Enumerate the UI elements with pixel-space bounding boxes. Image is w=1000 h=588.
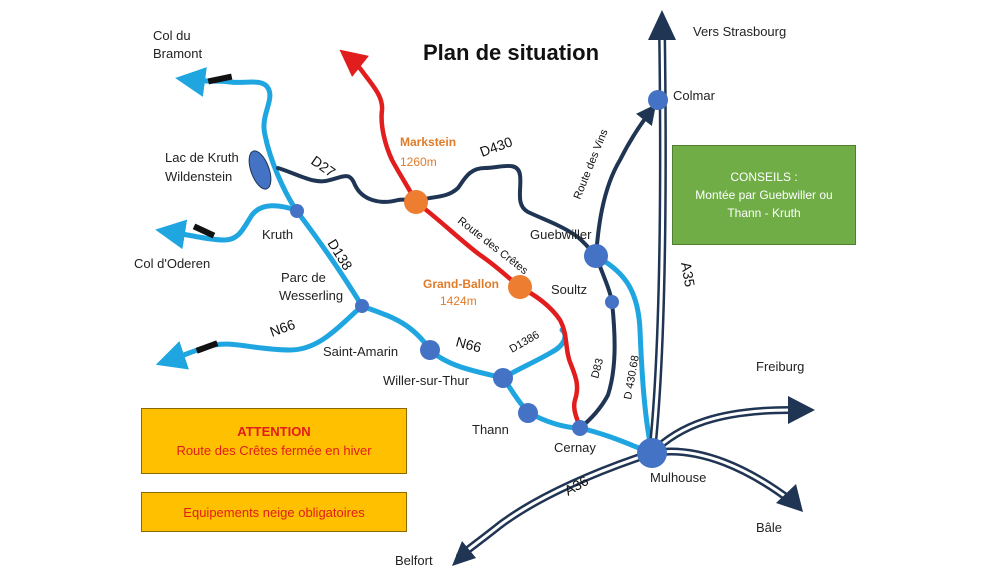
label-d1386: D1386 xyxy=(508,329,542,356)
road-d83 xyxy=(578,254,617,430)
label-n66-west: N66 xyxy=(268,316,298,340)
label-markstein: Markstein xyxy=(400,135,456,149)
cretes-north xyxy=(339,49,419,205)
arrow-strasbourg-icon xyxy=(648,10,676,40)
label-d83: D83 xyxy=(589,357,606,380)
dot-wesserling xyxy=(355,299,369,313)
label-d43068: D 430.68 xyxy=(622,354,642,400)
town-dots xyxy=(290,90,668,468)
label-col-bramont-1: Col du xyxy=(153,28,191,43)
label-guebwiller: Guebwiller xyxy=(530,227,592,242)
label-freiburg: Freiburg xyxy=(756,359,804,374)
map-title: Plan de situation xyxy=(423,40,599,65)
dot-markstein xyxy=(404,190,428,214)
dot-cernay xyxy=(572,420,588,436)
dot-thann xyxy=(518,403,538,423)
dot-guebwiller xyxy=(584,244,608,268)
a36-outer xyxy=(456,449,656,560)
motorway-arrows xyxy=(452,10,815,566)
dot-soultz xyxy=(605,295,619,309)
cretes-south xyxy=(517,284,583,431)
label-parc-wesserling-2: Wesserling xyxy=(279,288,343,303)
label-n66-east: N66 xyxy=(454,333,483,355)
label-col-bramont-2: Bramont xyxy=(153,46,203,61)
label-grand-ballon-alt: 1424m xyxy=(440,294,477,308)
label-willer: Willer-sur-Thur xyxy=(383,373,470,388)
label-mulhouse: Mulhouse xyxy=(650,470,706,485)
advice-box: CONSEILS : Montée par Guebwiller ou Than… xyxy=(672,145,856,245)
dot-kruth xyxy=(290,204,304,218)
equipment-text: Equipements neige obligatoires xyxy=(183,504,365,520)
label-cernay: Cernay xyxy=(554,440,596,455)
label-lac-kruth-1: Lac de Kruth xyxy=(165,150,239,165)
label-parc-wesserling-1: Parc de xyxy=(281,270,326,285)
peak-labels: Markstein 1260m Grand-Ballon 1424m xyxy=(400,135,499,308)
n66-bar-icon xyxy=(195,340,219,354)
label-belfort: Belfort xyxy=(395,553,433,568)
road-d43068 xyxy=(593,253,655,456)
arrow-freiburg-icon xyxy=(788,396,815,424)
label-d27: D27 xyxy=(308,152,338,180)
freiburg-inner xyxy=(650,408,792,455)
road-col-oderen xyxy=(155,203,299,250)
label-colmar: Colmar xyxy=(673,88,716,103)
dot-colmar xyxy=(648,90,668,110)
label-vers-strasbourg: Vers Strasbourg xyxy=(693,24,786,39)
dot-saint-amarin xyxy=(420,340,440,360)
label-bale: Bâle xyxy=(756,520,782,535)
place-labels: Col du Bramont Lac de Kruth Wildenstein … xyxy=(134,24,804,568)
bale-inner xyxy=(650,450,792,502)
arrow-bale-icon xyxy=(776,484,803,512)
dot-willer xyxy=(493,368,513,388)
road-route-vins xyxy=(594,104,657,258)
label-markstein-alt: 1260m xyxy=(400,155,437,169)
label-a35: A35 xyxy=(678,261,698,289)
road-d430 xyxy=(414,163,598,258)
label-grand-ballon: Grand-Ballon xyxy=(423,277,499,291)
label-lac-kruth-2: Wildenstein xyxy=(165,169,232,184)
cretes-grand-ballon xyxy=(413,199,523,290)
dot-grand-ballon xyxy=(508,275,532,299)
dark-roads xyxy=(276,104,657,430)
attention-box: ATTENTION Route des Crêtes fermée en hiv… xyxy=(141,408,407,474)
road-d27 xyxy=(276,166,418,204)
peak-dots xyxy=(404,190,532,299)
motorways xyxy=(456,26,794,560)
road-d138 xyxy=(293,207,365,309)
advice-line-2: Thann - Kruth xyxy=(727,206,801,220)
dot-mulhouse xyxy=(637,438,667,468)
label-thann: Thann xyxy=(472,422,509,437)
col-oderen-bar-icon xyxy=(192,223,216,239)
col-bars xyxy=(192,73,233,354)
label-col-oderen: Col d'Oderen xyxy=(134,256,210,271)
equipment-box: Equipements neige obligatoires xyxy=(141,492,407,532)
label-saint-amarin: Saint-Amarin xyxy=(323,344,398,359)
arrow-belfort-icon xyxy=(452,541,476,566)
attention-title: ATTENTION xyxy=(237,424,311,439)
label-d430: D430 xyxy=(478,133,515,160)
lake-kruth-icon xyxy=(248,150,272,190)
road-n66-west xyxy=(155,303,365,370)
road-col-bramont xyxy=(175,67,299,213)
a35-north-inner xyxy=(650,28,665,455)
label-kruth: Kruth xyxy=(262,227,293,242)
col-bramont-bar-icon xyxy=(207,73,233,85)
advice-title: CONSEILS : xyxy=(730,170,798,184)
advice-line-1: Montée par Guebwiller ou xyxy=(695,188,833,202)
label-soultz: Soultz xyxy=(551,282,587,297)
a36-inner xyxy=(458,451,654,558)
attention-text: Route des Crêtes fermée en hiver xyxy=(176,443,372,458)
route-cretes xyxy=(339,49,583,431)
